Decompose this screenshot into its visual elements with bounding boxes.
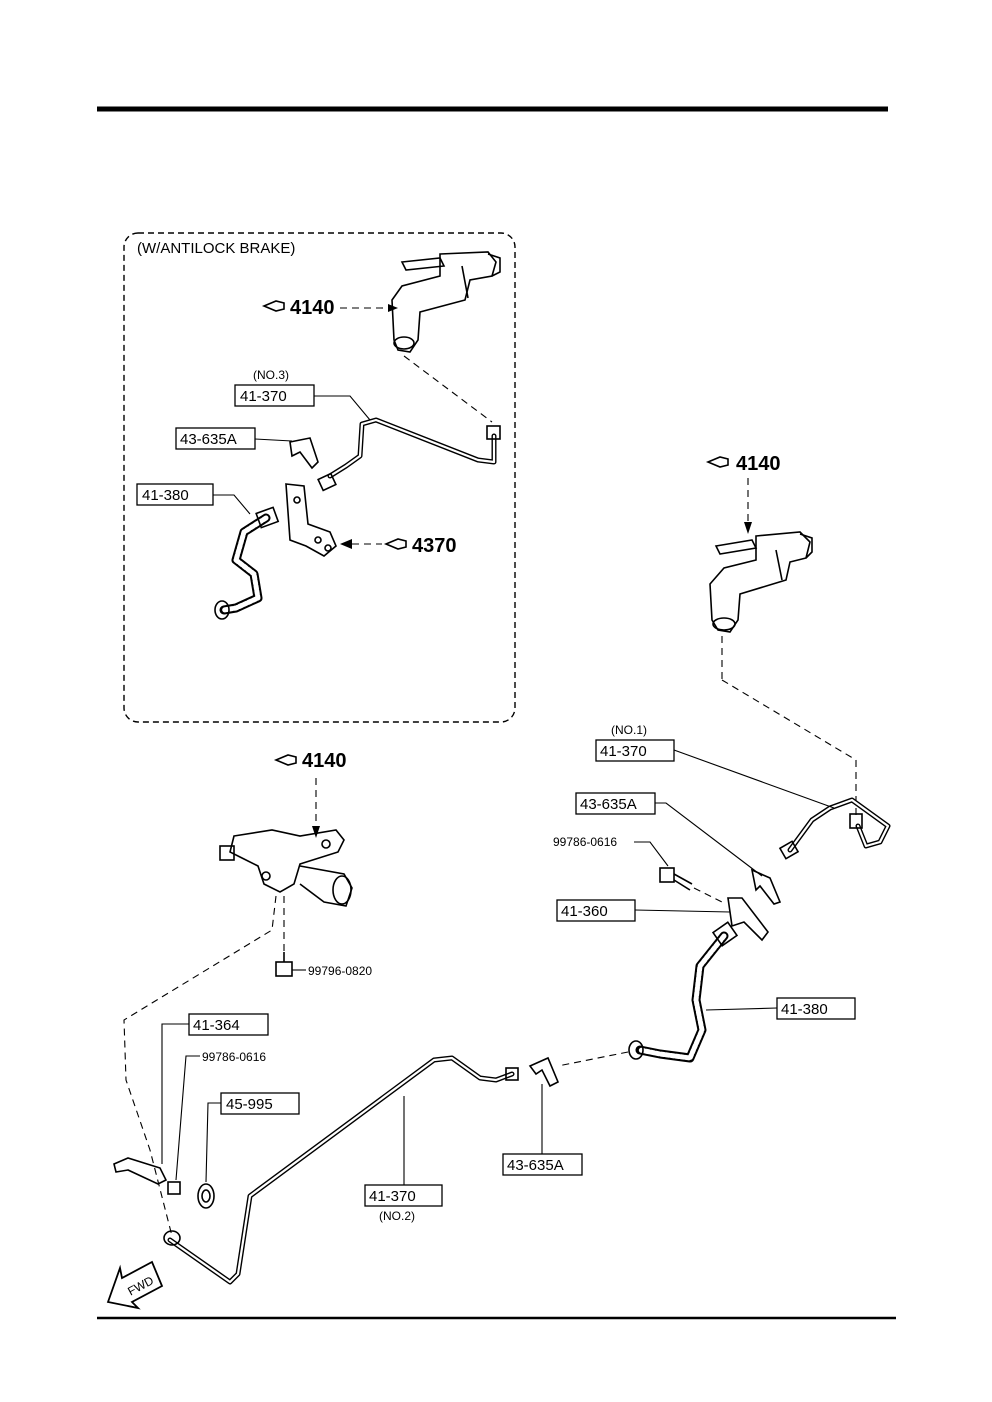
label-41-370-no2: 41-370 [369,1188,416,1205]
master-cylinder-inset [391,251,501,353]
bracket-41-360 [727,897,770,942]
note-no3: (NO.3) [253,368,289,382]
fitting-41-364 [113,1157,168,1185]
label-41-380-inset: 41-380 [142,487,189,504]
hose-41-380-inset [214,506,280,620]
pointer-hand-icon [383,538,407,550]
pipe-41-370-no2 [163,1055,519,1285]
bolt-label-99796: 99796-0820 [308,964,372,978]
note-no1: (NO.1) [611,723,647,737]
bolt-99786-left [167,1181,181,1195]
callout-4370: 4370 [340,535,457,557]
inset-title: (W/ANTILOCK BRAKE) [137,240,295,257]
callout-4140-inset: 4140 [261,297,398,319]
pipe-41-370-no3 [317,417,501,492]
callout-4140-mid-left: 4140 [273,750,347,838]
callout-4370-text: 4370 [412,535,457,557]
callout-4140-inset-text: 4140 [290,297,335,319]
clip-43-635a-inset [289,437,319,470]
label-41-380-right: 41-380 [781,1001,828,1018]
callout-4140-mid-left-text: 4140 [302,750,347,772]
fwd-arrow-icon: FWD [106,1260,164,1310]
note-no2: (NO.2) [379,1209,415,1223]
brake-unit-mid [219,829,353,907]
bolt-99786-right [659,867,693,891]
bracket-4370 [285,483,337,557]
clip-43-635a-bottom [528,1056,560,1088]
label-43-635a-inset: 43-635A [180,431,237,448]
label-43-635a-right: 43-635A [580,796,637,813]
antilock-inset: (W/ANTILOCK BRAKE) 4140 (NO.3) 41-370 [123,232,516,723]
clip-43-635a-right [750,868,782,905]
pointer-hand-icon [261,300,285,312]
label-41-360: 41-360 [561,903,608,920]
label-41-364: 41-364 [193,1017,240,1034]
pointer-hand-icon [705,456,729,468]
callout-4140-upper-right-text: 4140 [736,453,781,475]
label-43-635a-bottom: 43-635A [507,1157,564,1174]
grommet-45-995 [197,1183,215,1209]
hose-41-380-right [628,921,739,1063]
pointer-hand-icon [273,754,297,766]
label-41-370-no1: 41-370 [600,743,647,760]
inset-frame [123,232,516,723]
callout-4140-upper-right: 4140 [705,453,781,534]
label-41-370-no3: 41-370 [240,388,287,405]
bolt-label-99786-left: 99786-0616 [202,1050,266,1064]
pipe-41-370-no1 [778,797,891,860]
bolt-label-99786-right: 99786-0616 [553,835,617,849]
bolt-99796 [275,952,293,977]
label-45-995: 45-995 [226,1096,273,1113]
master-cylinder-right [709,531,813,633]
